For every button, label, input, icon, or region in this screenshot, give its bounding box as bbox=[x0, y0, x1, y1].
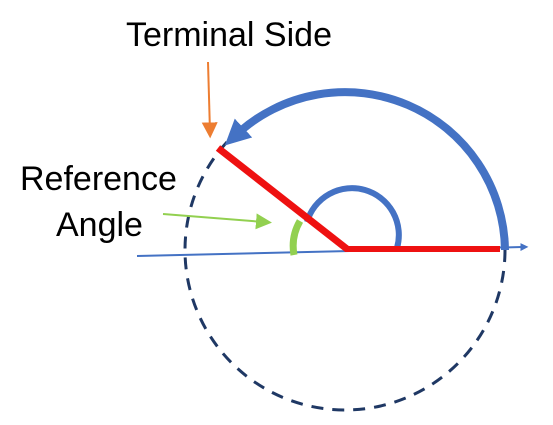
rotation-angle-arc bbox=[304, 185, 402, 249]
terminal-side bbox=[215, 145, 350, 252]
reference-angle-label-line1: Reference bbox=[20, 160, 177, 198]
reference-angle-arc bbox=[289, 219, 304, 256]
rotation-arrow bbox=[224, 88, 509, 251]
reference-angle-pointer bbox=[162, 213, 272, 230]
reference-angle-label-line2: Angle bbox=[56, 206, 143, 244]
terminal-side-label: Terminal Side bbox=[126, 16, 332, 54]
terminal-side-pointer bbox=[201, 61, 218, 139]
